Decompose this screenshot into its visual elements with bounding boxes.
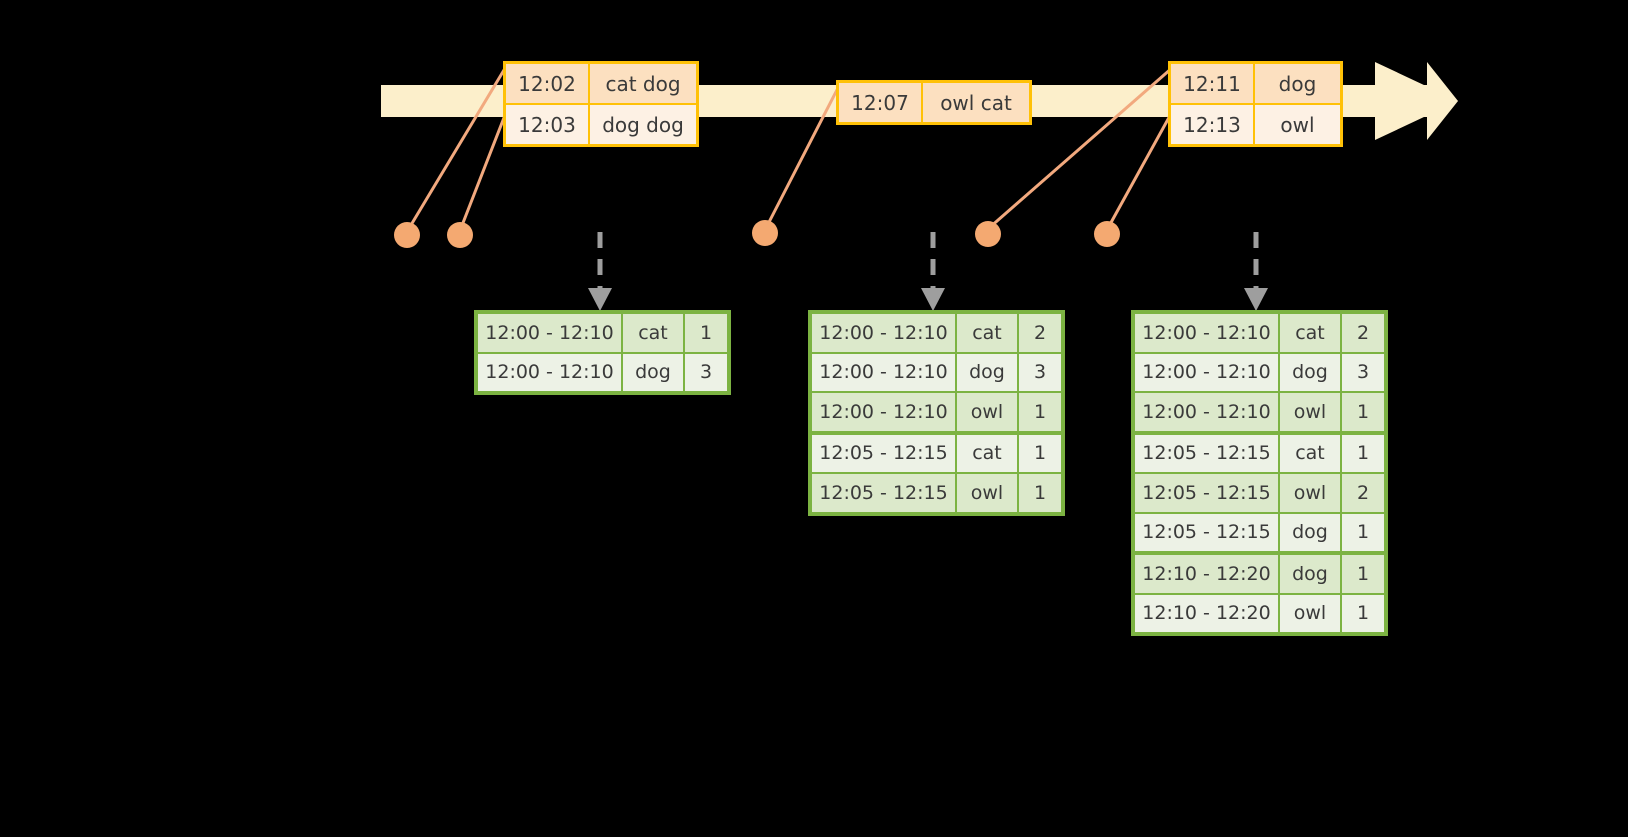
cell-word: owl: [1280, 474, 1342, 512]
cell-count: 1: [1356, 442, 1370, 465]
cell-count: 1: [1033, 442, 1047, 465]
cell-window: 12:00 - 12:10: [812, 314, 957, 352]
marker-dot-4: [975, 221, 1001, 247]
connector-line-5: [1106, 111, 1174, 229]
event-row[interactable]: 12:02 cat dog: [506, 64, 696, 103]
cell-window: 12:10 - 12:20: [1135, 555, 1280, 593]
event-time: 12:03: [506, 105, 590, 144]
cell-count: 2: [1356, 481, 1370, 504]
cell-window: 12:00 - 12:10: [1135, 393, 1280, 431]
cell-word: dog: [1280, 513, 1342, 551]
emit-arrows: [597, 232, 1259, 288]
event-row[interactable]: 12:07 owl cat: [839, 83, 1029, 122]
cell-count: 1: [1356, 602, 1370, 625]
cell-window: 12:05 - 12:15: [812, 434, 957, 472]
event-box-2[interactable]: 12:07 owl cat: [836, 80, 1032, 125]
cell-word: cat: [1280, 314, 1342, 352]
cell-word: cat: [957, 434, 1019, 472]
event-box-1[interactable]: 12:02 cat dog 12:03 dog dog: [503, 61, 699, 147]
cell-window: 12:00 - 12:10: [478, 353, 623, 391]
cell-count: 3: [1033, 361, 1047, 384]
cell-word: cat: [1280, 434, 1342, 472]
event-time: 12:13: [1171, 105, 1255, 144]
cell-word: owl: [1280, 594, 1342, 632]
cell-word: dog: [957, 353, 1019, 391]
cell-word: owl: [957, 474, 1019, 512]
event-box-3[interactable]: 12:11 dog 12:13 owl: [1168, 61, 1343, 147]
cell-word: cat: [957, 314, 1019, 352]
cell-count: 1: [1356, 400, 1370, 423]
event-words: dog dog: [602, 112, 684, 137]
cell-word: dog: [1280, 555, 1342, 593]
emit-arrowhead-3: [1244, 288, 1268, 311]
event-words: owl cat: [940, 90, 1012, 115]
event-row[interactable]: 12:03 dog dog: [506, 103, 696, 144]
marker-dot-3: [752, 220, 778, 246]
cell-window: 12:00 - 12:10: [478, 314, 623, 352]
cell-window: 12:05 - 12:15: [1135, 474, 1280, 512]
cell-window: 12:00 - 12:10: [812, 353, 957, 391]
cell-word: owl: [957, 393, 1019, 431]
cell-window: 12:00 - 12:10: [1135, 353, 1280, 391]
cell-word: dog: [623, 353, 685, 391]
event-words: owl: [1280, 112, 1315, 137]
connector-line-2: [459, 109, 509, 229]
cell-word: owl: [1280, 393, 1342, 431]
cell-word: dog: [1280, 353, 1342, 391]
connector-line-3: [764, 83, 842, 229]
cell-window: 12:05 - 12:15: [1135, 513, 1280, 551]
cell-window: 12:05 - 12:15: [812, 474, 957, 512]
cell-window: 12:00 - 12:10: [1135, 314, 1280, 352]
cell-count: 1: [1356, 562, 1370, 585]
event-time: 12:02: [506, 64, 590, 103]
cell-count: 1: [1033, 481, 1047, 504]
cell-window: 12:00 - 12:10: [812, 393, 957, 431]
event-words: dog: [1278, 71, 1317, 96]
cell-count: 2: [1356, 321, 1370, 344]
marker-dot-5: [1094, 221, 1120, 247]
cell-window: 12:05 - 12:15: [1135, 434, 1280, 472]
emit-arrowheads: [588, 288, 1268, 311]
cell-count: 1: [699, 321, 713, 344]
cell-count: 3: [699, 361, 713, 384]
event-row[interactable]: 12:13 owl: [1171, 103, 1340, 144]
event-words: cat dog: [605, 71, 681, 96]
cell-window: 12:10 - 12:20: [1135, 594, 1280, 632]
cell-word: cat: [623, 314, 685, 352]
event-row[interactable]: 12:11 dog: [1171, 64, 1340, 103]
cell-count: 3: [1356, 361, 1370, 384]
event-time: 12:07: [839, 83, 923, 122]
cell-count: 1: [1033, 400, 1047, 423]
marker-dot-2: [447, 222, 473, 248]
event-time: 12:11: [1171, 64, 1255, 103]
connector-line-1: [406, 64, 509, 231]
emit-arrowhead-1: [588, 288, 612, 311]
emit-arrowhead-2: [921, 288, 945, 311]
event-marker-dots: [394, 220, 1120, 248]
marker-dot-1: [394, 222, 420, 248]
cell-count: 1: [1356, 521, 1370, 544]
cell-count: 2: [1033, 321, 1047, 344]
